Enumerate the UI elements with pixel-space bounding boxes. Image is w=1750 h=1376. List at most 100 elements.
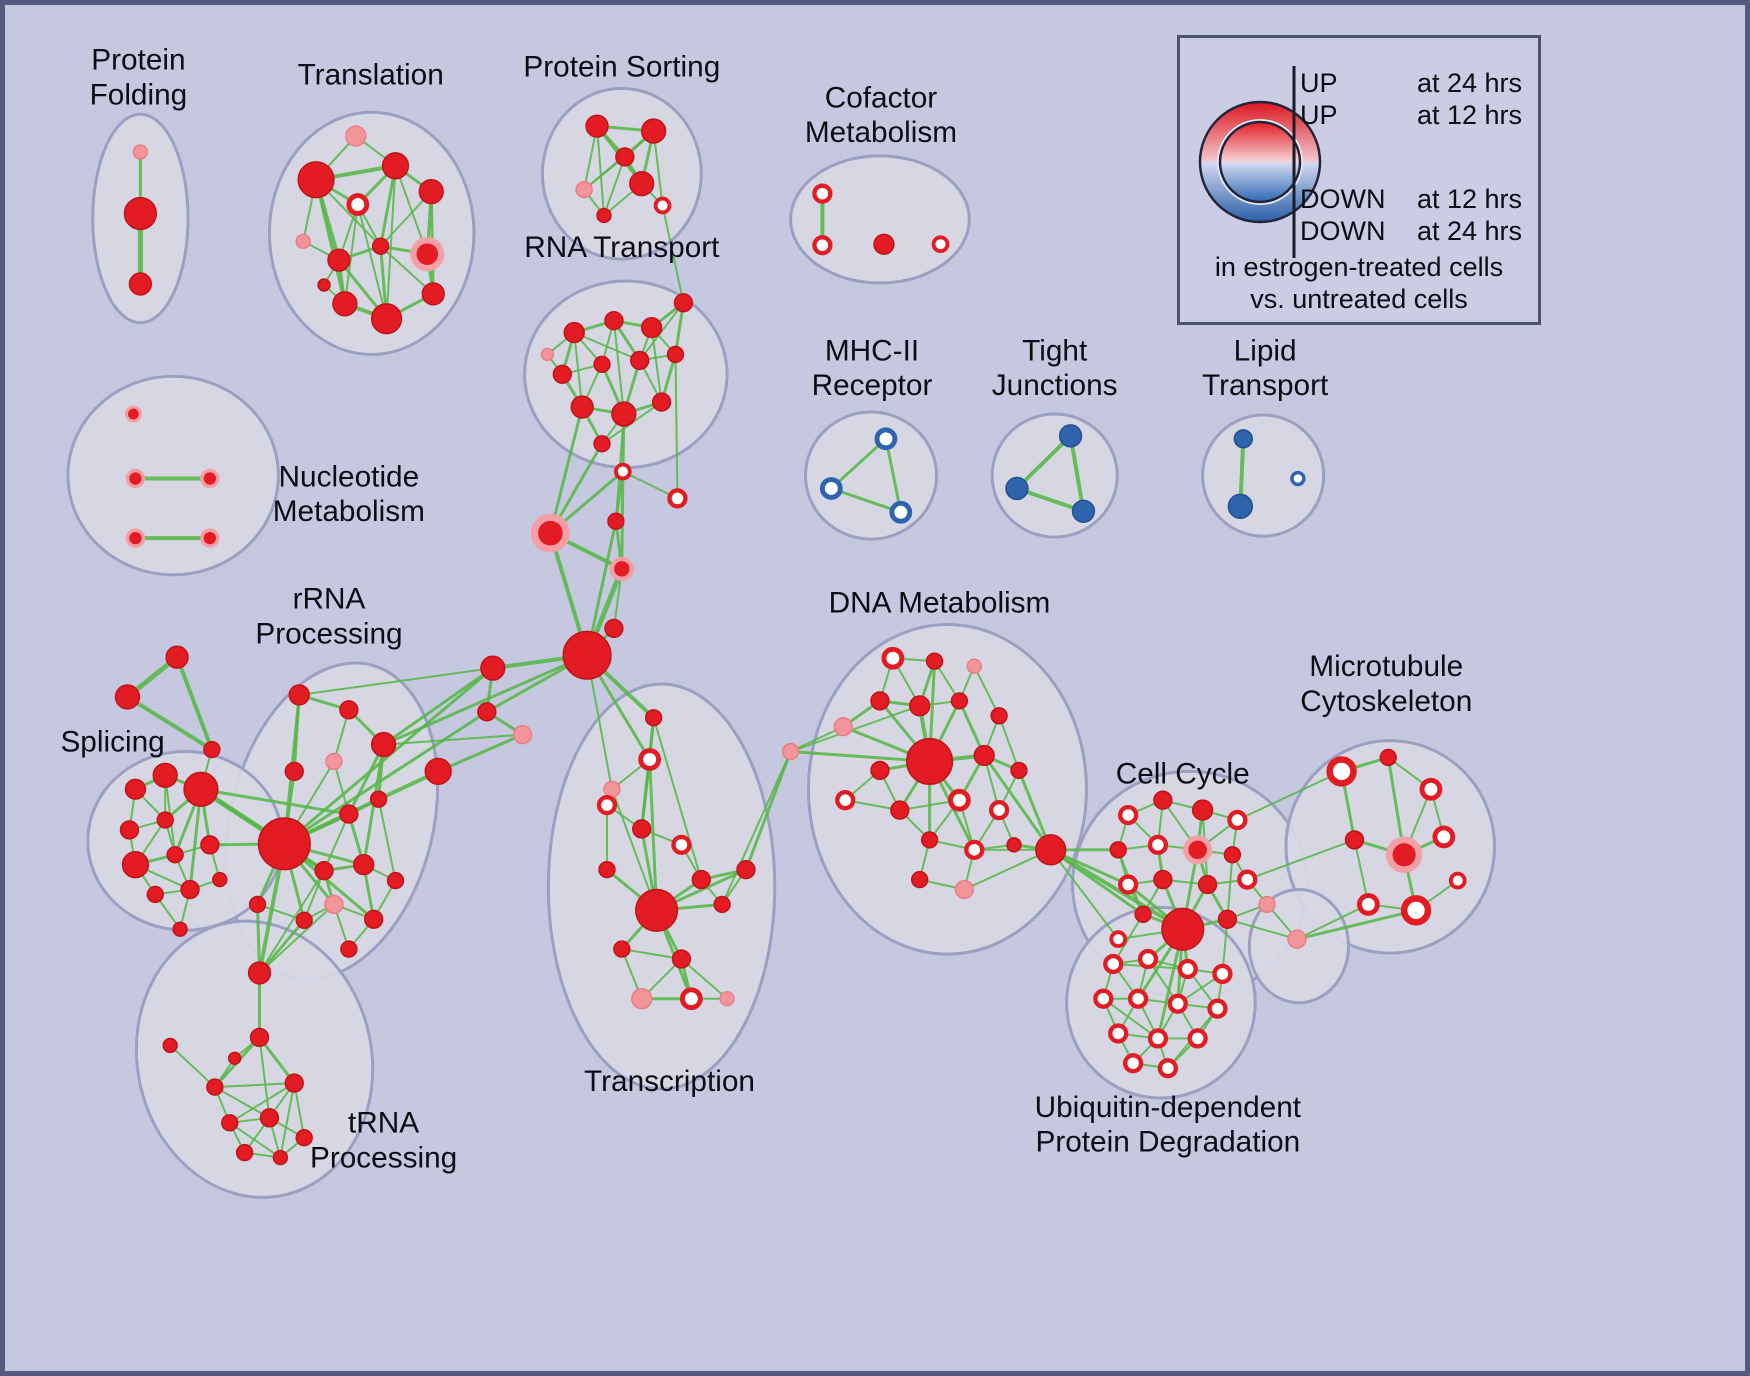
- network-node: [371, 237, 390, 255]
- cluster-label-cell-cycle: Cell Cycle: [1116, 757, 1250, 790]
- network-edge: [638, 301, 685, 362]
- network-edge: [436, 733, 525, 773]
- network-node: [552, 364, 572, 384]
- network-node: [1035, 834, 1067, 866]
- network-node: [736, 859, 756, 880]
- network-node: [1223, 846, 1242, 864]
- network-node: [183, 771, 219, 807]
- network-node: [651, 392, 672, 412]
- network-node: [973, 744, 995, 767]
- network-node: [575, 180, 593, 199]
- network-node: [418, 178, 444, 205]
- network-node: [964, 839, 985, 860]
- network-node: [603, 780, 621, 798]
- network-edge: [1226, 918, 1298, 941]
- network-edge: [1236, 770, 1343, 822]
- network-edge: [1295, 903, 1370, 941]
- network-node: [339, 700, 359, 720]
- network-node: [424, 757, 452, 786]
- network-node: [114, 684, 141, 710]
- network-node: [314, 860, 334, 881]
- network-node: [1419, 777, 1443, 801]
- network-node: [203, 740, 221, 759]
- legend-down24-label: DOWN: [1300, 216, 1386, 246]
- network-node: [1093, 988, 1114, 1009]
- network-node: [346, 193, 370, 216]
- legend-inner-outline: [1218, 120, 1302, 204]
- network-node: [477, 702, 497, 722]
- cluster-label-ubiquitin-degradation: Protein Degradation: [1035, 1126, 1300, 1159]
- network-node: [906, 737, 954, 786]
- network-edge: [1068, 433, 1086, 514]
- network-node: [598, 860, 616, 879]
- network-node: [632, 819, 652, 839]
- network-node: [249, 1027, 270, 1048]
- network-node: [288, 684, 310, 706]
- cluster-ellipse-mhc-ii-receptor: [804, 410, 939, 541]
- legend-caption-line1: in estrogen-treated cells: [1214, 252, 1504, 282]
- network-node: [540, 347, 555, 362]
- network-edge: [982, 754, 1053, 852]
- cluster-ellipse-lipid-transport: [1201, 413, 1326, 538]
- network-edge: [596, 125, 605, 217]
- network-node: [673, 293, 694, 313]
- network-node: [613, 462, 632, 481]
- network-edge: [258, 1036, 271, 1119]
- cluster-label-translation: Translation: [298, 58, 444, 91]
- network-node: [381, 152, 410, 180]
- network-node: [613, 940, 631, 958]
- network-node: [585, 114, 609, 138]
- network-node: [248, 895, 267, 914]
- network-node: [635, 888, 679, 932]
- network-node: [925, 652, 944, 670]
- cluster-label-nucleotide-metabolism: Metabolism: [273, 495, 425, 528]
- network-node: [1344, 830, 1365, 850]
- network-edge: [640, 757, 652, 831]
- network-node: [833, 717, 853, 737]
- network-node: [563, 321, 585, 344]
- cluster-label-tight-junctions: Tight: [1022, 334, 1088, 367]
- network-node: [124, 778, 147, 800]
- network-node: [890, 800, 910, 820]
- network-node: [125, 528, 146, 548]
- cluster-label-nucleotide-metabolism: Nucleotide: [279, 460, 420, 493]
- network-node: [370, 731, 397, 758]
- network-edge: [661, 204, 685, 304]
- cluster-label-transcription: Transcription: [584, 1065, 755, 1098]
- network-node: [1233, 429, 1253, 449]
- network-node: [781, 742, 800, 761]
- network-node: [325, 752, 343, 771]
- network-node: [920, 831, 939, 849]
- network-node: [881, 646, 905, 670]
- network-edge: [213, 1086, 271, 1119]
- network-node: [607, 512, 625, 530]
- network-edge: [744, 750, 793, 872]
- legend-row-up-24: UP at 24 hrs: [1300, 68, 1522, 98]
- network-edge: [169, 1044, 216, 1089]
- network-node: [1167, 993, 1188, 1014]
- network-node: [593, 355, 611, 374]
- network-node: [259, 1108, 280, 1128]
- network-node: [990, 707, 1008, 725]
- network-node: [200, 468, 220, 489]
- network-node: [1227, 809, 1248, 831]
- network-edge: [228, 1121, 282, 1159]
- cluster-label-rrna-processing: rRNA: [293, 583, 366, 616]
- network-node: [719, 991, 735, 1007]
- network-node: [638, 748, 662, 771]
- network-node: [615, 147, 635, 167]
- network-node: [1109, 841, 1127, 859]
- network-node: [512, 724, 533, 745]
- legend-row-down-24: DOWN at 24 hrs: [1300, 216, 1522, 246]
- network-node: [679, 987, 703, 1011]
- network-node: [609, 556, 635, 582]
- network-node: [1432, 825, 1456, 849]
- network-node: [206, 1078, 224, 1096]
- network-node: [1118, 874, 1139, 895]
- network-edge: [1295, 908, 1418, 941]
- network-node: [1118, 804, 1139, 826]
- network-node: [1191, 799, 1214, 821]
- network-node: [200, 835, 220, 855]
